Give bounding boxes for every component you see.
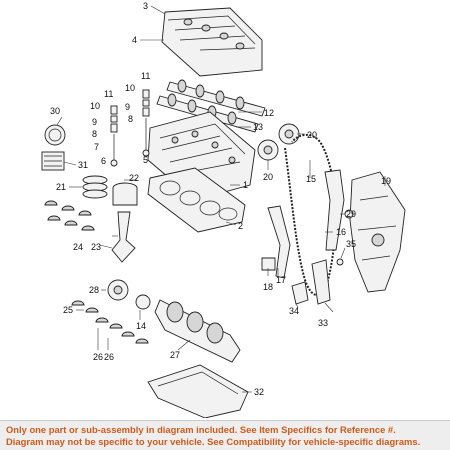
head-gasket	[147, 167, 246, 233]
callout-12: 12	[264, 108, 274, 118]
callout-4: 4	[132, 35, 137, 45]
callout-3: 3	[143, 1, 148, 11]
callout-31: 31	[78, 160, 88, 170]
callout-6: 6	[101, 156, 106, 166]
callout-29: 29	[346, 209, 356, 219]
leader-lines	[56, 5, 386, 393]
callout-26b: 26	[104, 352, 114, 362]
tensioner	[291, 259, 331, 305]
callout-30: 30	[50, 106, 60, 116]
callout-2: 2	[238, 221, 243, 231]
callout-8b: 8	[128, 114, 133, 124]
disclaimer-banner: Only one part or sub-assembly in diagram…	[0, 420, 450, 450]
disclaimer-line-1: Only one part or sub-assembly in diagram…	[6, 424, 396, 435]
callout-26a: 26	[93, 352, 103, 362]
callout-20a: 20	[307, 130, 317, 140]
callout-27: 27	[170, 350, 180, 360]
valve-assembly	[110, 89, 150, 167]
callout-10a: 10	[90, 101, 100, 111]
callout-labels: 3 4 12 13 1 2 20 20 15 19 29 16 35 17 18…	[50, 1, 391, 397]
callout-28: 28	[89, 285, 99, 295]
seal-30-inner	[48, 128, 62, 142]
timing-guides	[261, 169, 345, 279]
callout-9a: 9	[92, 117, 97, 127]
callout-18: 18	[263, 282, 273, 292]
timing-cover	[349, 171, 406, 293]
callout-19: 19	[381, 176, 391, 186]
crank-pulley-hub	[113, 285, 123, 295]
callout-7: 7	[94, 142, 99, 152]
engine-parts-diagram: 3 4 12 13 1 2 20 20 15 19 29 16 35 17 18…	[41, 1, 406, 418]
callout-25: 25	[63, 305, 73, 315]
callout-1: 1	[243, 180, 248, 190]
callout-35: 35	[346, 239, 356, 249]
callout-10b: 10	[125, 83, 135, 93]
callout-5: 5	[143, 155, 148, 165]
callout-9b: 9	[125, 102, 130, 112]
piston	[112, 182, 138, 206]
callout-21: 21	[56, 182, 66, 192]
disclaimer-line-2: Diagram may not be specific to your vehi…	[6, 436, 421, 447]
callout-15: 15	[306, 174, 316, 184]
callout-34: 34	[289, 306, 299, 316]
rod-bearings	[44, 200, 95, 231]
piston-rings	[82, 175, 108, 199]
valve-cover	[161, 7, 263, 77]
bolt-35	[336, 258, 344, 266]
callout-13: 13	[253, 122, 263, 132]
crank-seal	[135, 294, 151, 310]
callout-17: 17	[276, 275, 286, 285]
crankshaft	[154, 299, 241, 363]
callout-11b: 11	[141, 71, 150, 81]
callout-22: 22	[129, 173, 139, 183]
callout-33: 33	[318, 318, 328, 328]
callout-14: 14	[136, 321, 146, 331]
callout-23: 23	[91, 242, 101, 252]
main-bearings	[71, 300, 149, 344]
callout-16: 16	[336, 227, 346, 237]
callout-24: 24	[73, 242, 83, 252]
cam-sprockets	[257, 123, 300, 161]
callout-11a: 11	[104, 89, 113, 99]
seal-30	[44, 124, 66, 146]
callout-8a: 8	[92, 129, 97, 139]
connecting-rod	[111, 211, 136, 263]
callout-32: 32	[254, 387, 264, 397]
oil-pan	[147, 364, 249, 418]
timing-chain	[284, 133, 337, 296]
callout-20b: 20	[263, 172, 273, 182]
